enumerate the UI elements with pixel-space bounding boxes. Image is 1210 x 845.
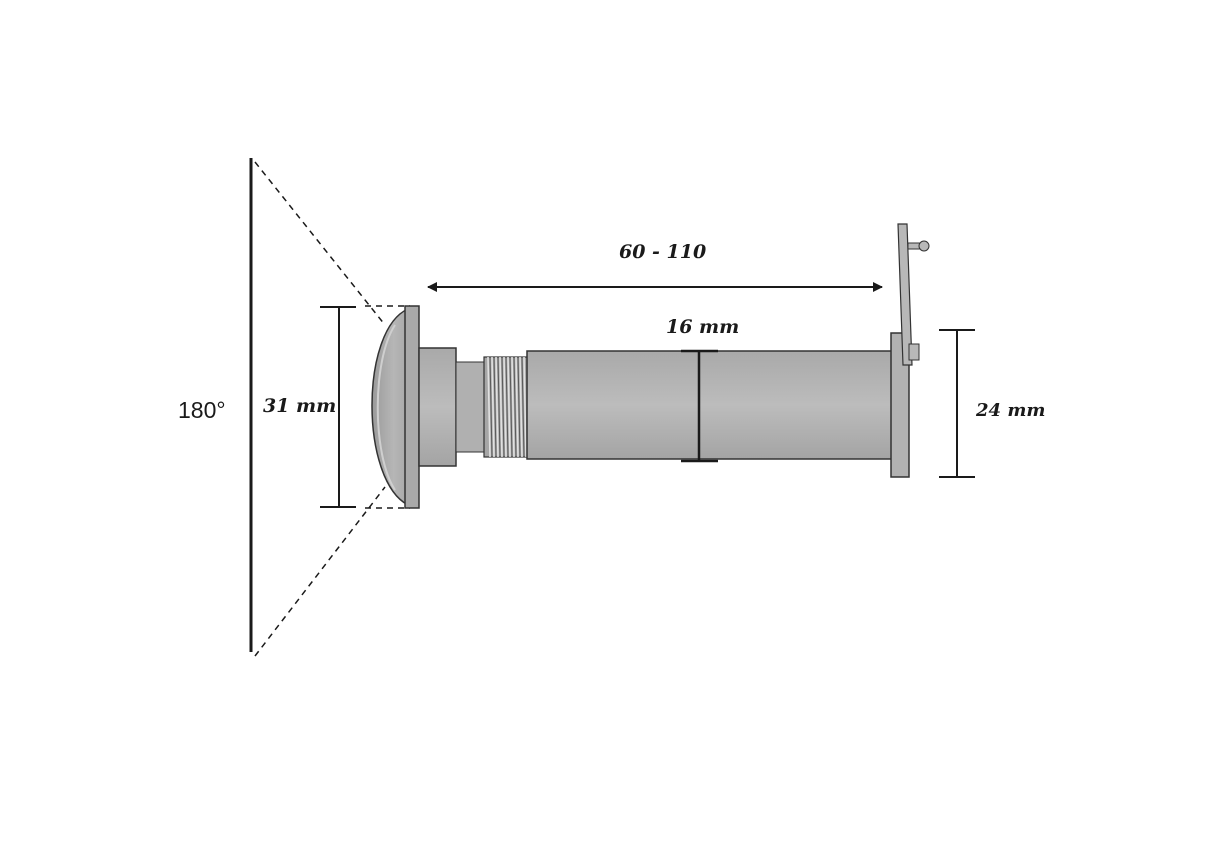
front-neck [455,361,487,453]
angle-label: 180° [178,397,226,423]
dimension-16mm [681,349,718,463]
view-angle-cone [254,161,410,657]
rear-plate [890,332,910,478]
threaded-section [483,356,529,458]
lens-dome-highlight [376,324,396,491]
front-flange [404,305,420,509]
dimension-24mm [939,329,975,478]
dimension-31mm [320,306,356,508]
front-collar [418,347,457,467]
cover-flap [897,223,930,366]
main-tube [526,350,893,460]
lens-diameter-label: 31 mm [263,395,336,417]
plate-height-label: 24 mm [975,400,1045,421]
length-range-label: 60 - 110 [619,241,706,263]
lens-dome [371,307,409,507]
tube-diameter-label: 16 mm [666,316,739,338]
